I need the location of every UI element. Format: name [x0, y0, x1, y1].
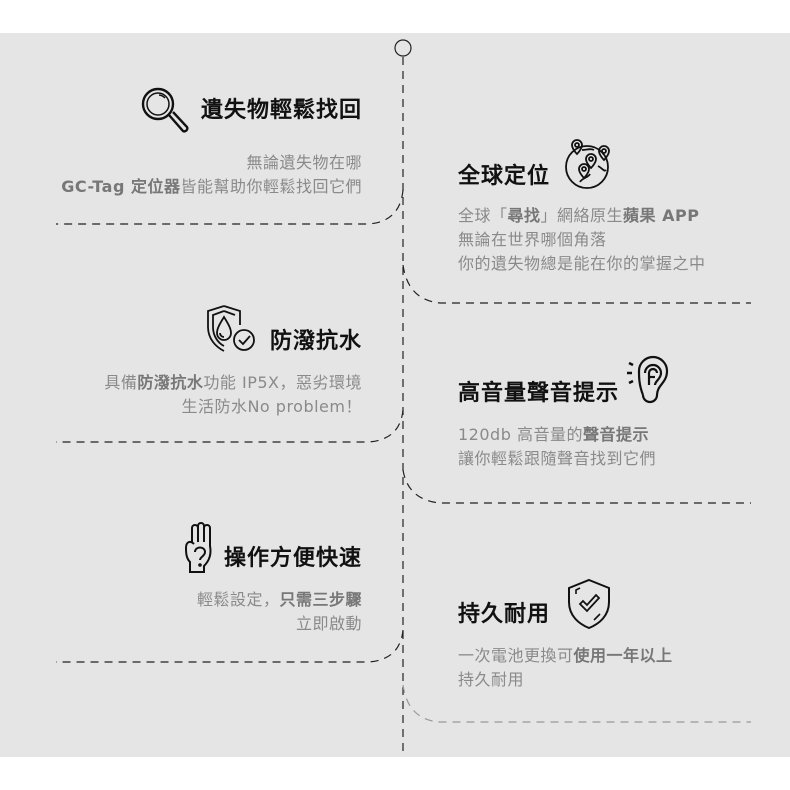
feature-description: 120db 高音量的聲音提示 讓你輕鬆跟隨聲音找到它們 — [458, 423, 675, 471]
desc-text: 無論遺失物在哪 — [246, 153, 362, 172]
feature-description: 具備防潑抗水功能 IP5X，惡劣環境 生活防水No problem！ — [104, 371, 362, 419]
feature-title: 高音量聲音提示 — [458, 381, 620, 406]
desc-text: 具備 — [104, 373, 138, 392]
globe-location-pins-icon — [562, 138, 612, 192]
waterproof-shield-icon — [204, 303, 260, 355]
feature-title: 全球定位 — [458, 164, 551, 189]
desc-text: 120db 高音量的 — [458, 425, 583, 444]
feature-durable: 持久耐用 一次電池更換可使用一年以上 持久耐用 — [458, 578, 673, 692]
shield-check-icon — [566, 578, 612, 630]
desc-text: 皆能幫助你輕鬆找回它們 — [180, 177, 362, 196]
desc-bold-text: GC-Tag 定位器 — [61, 177, 181, 196]
desc-text: 立即啟動 — [295, 614, 362, 633]
desc-bold-text: 只需三步驟 — [279, 590, 362, 609]
desc-bold-text: 防潑抗水 — [137, 373, 204, 392]
desc-text: 」網絡原生 — [540, 206, 624, 225]
feature-lost-item-recovery: 遺失物輕鬆找回 無論遺失物在哪 GC-Tag 定位器皆能幫助你輕鬆找回它們 — [61, 85, 362, 199]
desc-text: 功能 IP5X，惡劣環境 — [203, 373, 362, 392]
feature-title: 持久耐用 — [458, 602, 551, 627]
feature-description: 一次電池更換可使用一年以上 持久耐用 — [458, 644, 673, 692]
desc-bold-text: 蘋果 APP — [623, 206, 700, 225]
feature-description: 輕鬆設定，只需三步驟 立即啟動 — [182, 588, 362, 636]
desc-bold-text: 尋找 — [507, 206, 541, 225]
feature-description: 無論遺失物在哪 GC-Tag 定位器皆能幫助你輕鬆找回它們 — [61, 151, 362, 199]
feature-title: 操作方便快速 — [223, 546, 362, 571]
desc-text: 一次電池更換可 — [458, 646, 574, 665]
desc-text: 輕鬆設定， — [196, 590, 280, 609]
feature-title: 防潑抗水 — [269, 329, 362, 354]
feature-description: 全球「尋找」網絡原生蘋果 APP 無論在世界哪個角落 你的遺失物總是能在你的掌握… — [458, 204, 706, 276]
desc-bold-text: 聲音提示 — [582, 425, 649, 444]
desc-text: 全球「 — [458, 206, 508, 225]
feature-high-volume-alert: 高音量聲音提示 120db 高音量的聲音提示 讓你輕鬆跟隨聲音找到它們 — [458, 355, 675, 471]
desc-text: 生活防水No problem！ — [181, 397, 362, 416]
feature-title: 遺失物輕鬆找回 — [200, 98, 362, 123]
feature-global-positioning: 全球定位 全球「尋找」網絡原生蘋果 APP 無論在世界哪個角落 你的遺失物總是能… — [458, 138, 706, 276]
ear-sound-icon — [627, 355, 675, 407]
desc-text: 無論在世界哪個角落 — [458, 230, 607, 249]
desc-text: 讓你輕鬆跟隨聲音找到它們 — [458, 449, 657, 468]
desc-text: 你的遺失物總是能在你的掌握之中 — [458, 254, 706, 273]
desc-text: 持久耐用 — [458, 670, 525, 689]
magnifier-icon — [139, 85, 191, 137]
feature-easy-operation: 操作方便快速 輕鬆設定，只需三步驟 立即啟動 — [182, 522, 362, 636]
three-fingers-hand-icon — [182, 522, 218, 574]
feature-waterproof: 防潑抗水 具備防潑抗水功能 IP5X，惡劣環境 生活防水No problem！ — [104, 303, 362, 419]
desc-bold-text: 使用一年以上 — [573, 646, 673, 665]
